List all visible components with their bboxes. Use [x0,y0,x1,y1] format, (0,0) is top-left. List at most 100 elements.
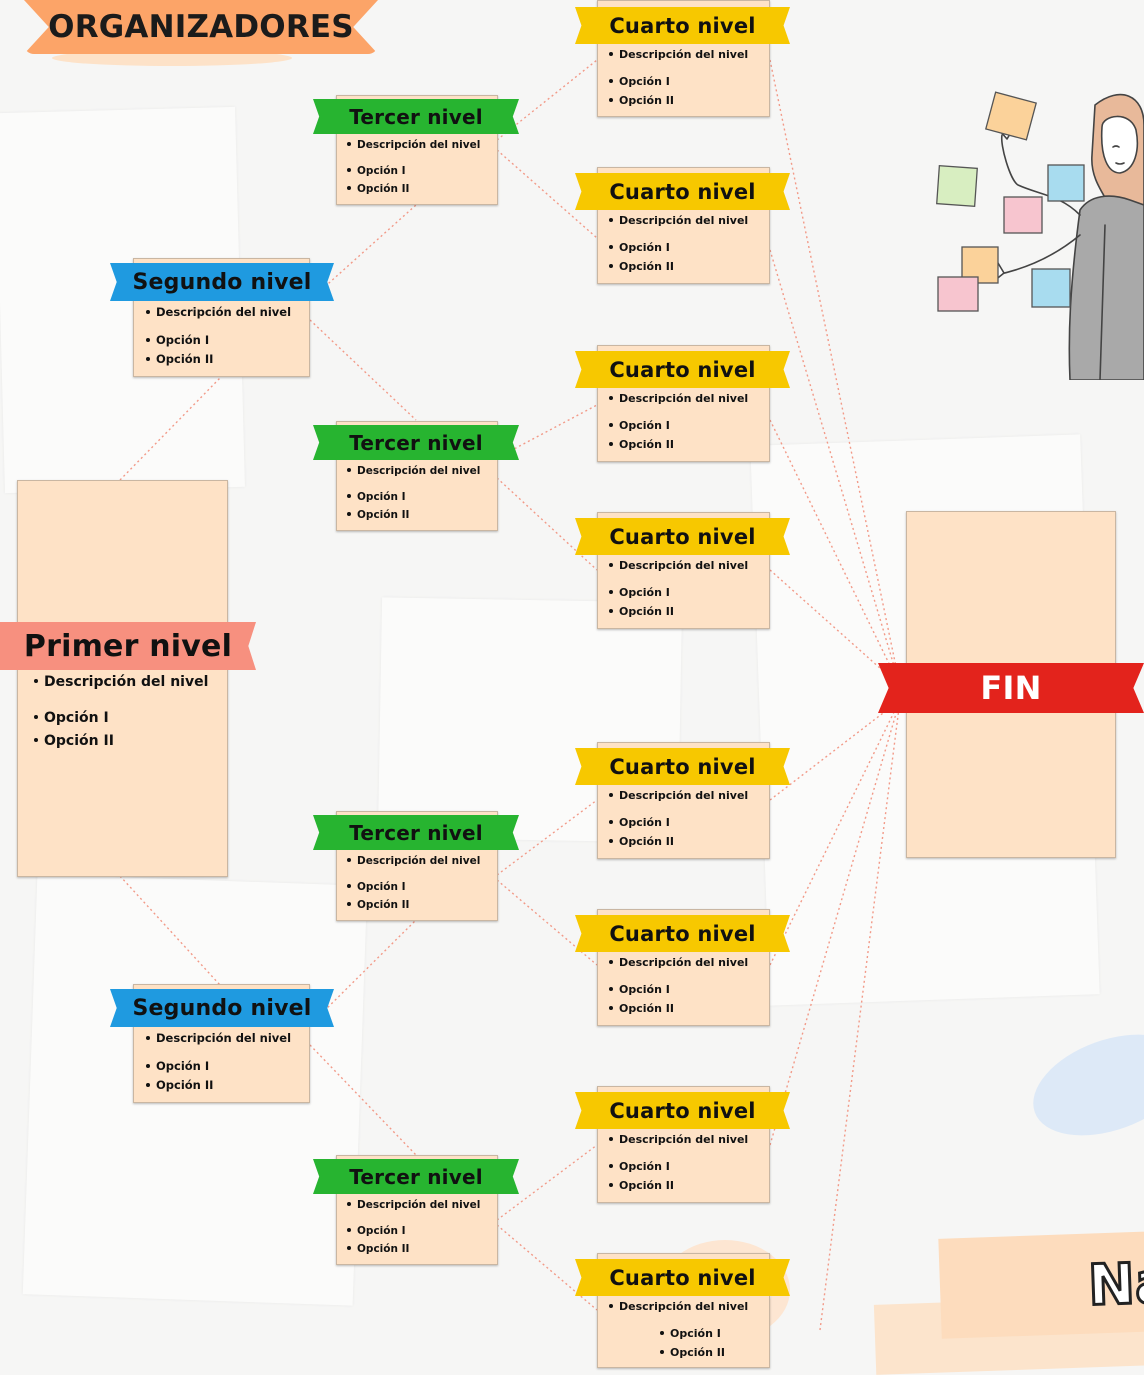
cuarto-nivel-title: Cuarto nivel [609,1265,756,1290]
cuarto-nivel-options: Opción I Opción II [609,1157,674,1195]
cuarto-nivel-desc: Descripción del nivel [609,789,748,802]
segundo-nivel-ribbon: Segundo nivel [110,263,334,301]
tercer-nivel-ribbon: Tercer nivel [313,815,519,850]
cuarto-nivel-ribbon: Cuarto nivel [575,915,790,952]
cuarto-nivel-ribbon: Cuarto nivel [575,351,790,388]
cuarto-nivel-options: Opción I Opción II [609,72,674,110]
option-item: Opción I [146,1057,213,1076]
primer-nivel-desc: Descripción del nivel [34,674,208,690]
fin-title: FIN [980,669,1042,707]
cuarto-nivel-desc: Descripción del nivel [609,1133,748,1146]
header-ribbon: ORGANIZADORES [24,0,378,54]
option-item: Opción I [609,583,674,602]
cuarto-nivel-title: Cuarto nivel [609,357,756,382]
cuarto-nivel-title: Cuarto nivel [609,13,756,38]
cuarto-nivel-desc: Descripción del nivel [609,956,748,969]
option-item: Opción I [609,1157,674,1176]
tercer-nivel-ribbon: Tercer nivel [313,425,519,460]
cuarto-nivel-ribbon: Cuarto nivel [575,173,790,210]
option-item: Opción II [609,257,674,276]
cuarto-nivel-title: Cuarto nivel [609,524,756,549]
option-item: Opción I [660,1324,725,1343]
primer-nivel-title: Primer nivel [23,628,233,664]
bottom-banner-text: Na [1085,1249,1144,1320]
option-item: Opción II [609,435,674,454]
cuarto-nivel-options: Opción I Opción II [660,1324,725,1362]
primer-nivel-options: Opción I Opción II [34,707,114,753]
option-item: Opción I [609,980,674,999]
option-item: Opción II [347,896,409,914]
option-item: Opción II [347,506,409,524]
bottom-banner: Na [938,1231,1144,1339]
tercer-nivel-desc: Descripción del nivel [347,465,480,477]
tercer-nivel-options: Opción I Opción II [347,1222,409,1258]
tercer-nivel-title: Tercer nivel [349,1164,483,1189]
option-item: Opción II [146,1076,213,1095]
option-item: Opción I [347,1222,409,1240]
option-item: Opción II [660,1343,725,1362]
cuarto-nivel-title: Cuarto nivel [609,1098,756,1123]
primer-nivel-ribbon: Primer nivel [0,622,256,670]
segundo-nivel-options: Opción I Opción II [146,1057,213,1095]
cuarto-nivel-options: Opción I Opción II [609,813,674,851]
cuarto-nivel-options: Opción I Opción II [609,980,674,1018]
option-item: Opción II [146,350,213,369]
fin-ribbon: FIN [878,663,1144,713]
tercer-nivel-options: Opción I Opción II [347,878,409,914]
segundo-nivel-desc: Descripción del nivel [146,1031,291,1045]
segundo-nivel-ribbon: Segundo nivel [110,989,334,1027]
option-item: Opción I [609,416,674,435]
option-item: Opción I [609,813,674,832]
option-item: Opción I [146,331,213,350]
primer-nivel-box [17,480,228,877]
tercer-nivel-desc: Descripción del nivel [347,1199,480,1211]
cuarto-nivel-ribbon: Cuarto nivel [575,7,790,44]
segundo-nivel-desc: Descripción del nivel [146,305,291,319]
tercer-nivel-options: Opción I Opción II [347,162,409,198]
tercer-nivel-title: Tercer nivel [349,104,483,129]
tercer-nivel-ribbon: Tercer nivel [313,1159,519,1194]
option-item: Opción II [347,1240,409,1258]
option-item: Opción II [609,602,674,621]
segundo-nivel-title: Segundo nivel [132,269,312,295]
cuarto-nivel-ribbon: Cuarto nivel [575,518,790,555]
tercer-nivel-desc: Descripción del nivel [347,855,480,867]
cuarto-nivel-title: Cuarto nivel [609,921,756,946]
cuarto-nivel-options: Opción I Opción II [609,583,674,621]
option-item: Opción II [34,730,114,753]
segundo-nivel-options: Opción I Opción II [146,331,213,369]
tercer-nivel-options: Opción I Opción II [347,488,409,524]
option-item: Opción II [609,832,674,851]
tercer-nivel-title: Tercer nivel [349,820,483,845]
connector [309,319,417,421]
woman-with-sticky-notes-icon [936,91,1144,380]
cuarto-nivel-title: Cuarto nivel [609,179,756,204]
option-item: Opción II [609,91,674,110]
tercer-nivel-title: Tercer nivel [349,430,483,455]
decorative-blob [1019,1015,1144,1155]
option-item: Opción I [347,162,409,180]
option-item: Opción I [347,878,409,896]
cuarto-nivel-desc: Descripción del nivel [609,214,748,227]
tercer-nivel-desc: Descripción del nivel [347,139,480,151]
header-shadow [52,50,292,66]
cuarto-nivel-ribbon: Cuarto nivel [575,748,790,785]
cuarto-nivel-title: Cuarto nivel [609,754,756,779]
cuarto-nivel-desc: Descripción del nivel [609,48,748,61]
option-item: Opción I [34,707,114,730]
option-item: Opción I [347,488,409,506]
cuarto-nivel-desc: Descripción del nivel [609,392,748,405]
segundo-nivel-title: Segundo nivel [132,995,312,1021]
cuarto-nivel-desc: Descripción del nivel [609,1300,748,1313]
option-item: Opción II [609,1176,674,1195]
cuarto-nivel-ribbon: Cuarto nivel [575,1092,790,1129]
cuarto-nivel-options: Opción I Opción II [609,238,674,276]
cuarto-nivel-desc: Descripción del nivel [609,559,748,572]
option-item: Opción I [609,238,674,257]
tercer-nivel-ribbon: Tercer nivel [313,99,519,134]
option-item: Opción II [347,180,409,198]
cuarto-nivel-options: Opción I Opción II [609,416,674,454]
option-item: Opción I [609,72,674,91]
header-title: ORGANIZADORES [48,9,354,45]
cuarto-nivel-ribbon: Cuarto nivel [575,1259,790,1296]
